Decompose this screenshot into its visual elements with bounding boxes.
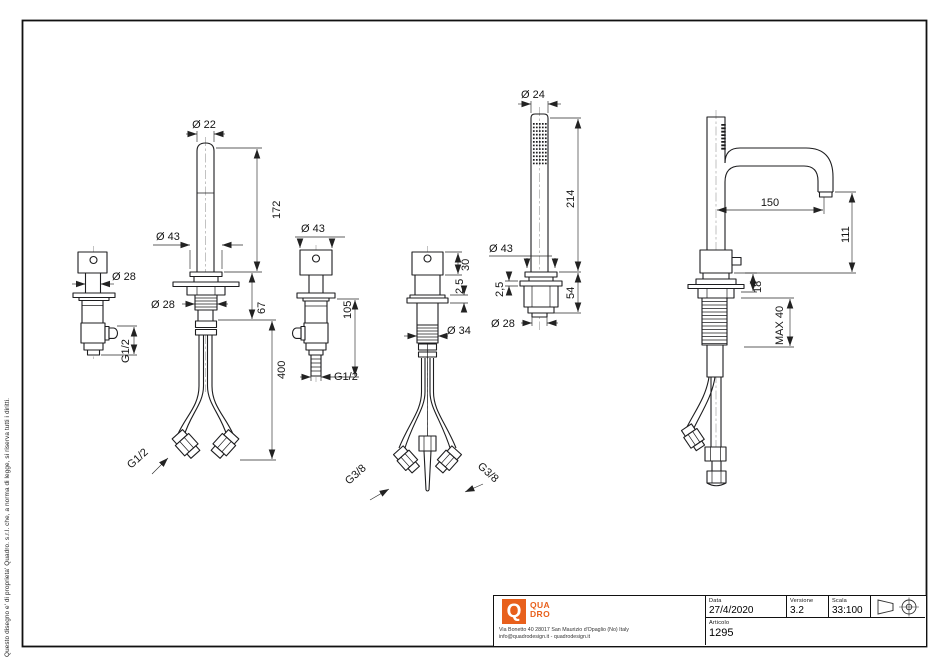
dim-label-g12b: G1/2: [125, 446, 151, 471]
dim-label-d43: Ø 43: [301, 223, 325, 235]
field-scala: Scala 33:100: [828, 596, 870, 618]
dim-label-150: 150: [761, 197, 779, 209]
dim-label-d28b: Ø 28: [151, 299, 175, 311]
dim-label-54: 54: [565, 287, 577, 299]
dim-label-d34: Ø 34: [447, 325, 471, 337]
view-valve-hoses: 30 2,5 Ø 34 G3/8 G3/8: [343, 246, 501, 501]
logo-line1: QUA: [530, 600, 551, 610]
copyright-side-note: Questo disegno e' di proprieta' Quadro. …: [4, 397, 11, 657]
dim-label-max40: MAX 40: [774, 306, 786, 345]
view-valve-outlet-left: Ø 43 105 G1/2: [292, 223, 359, 383]
view-valve-outlet-right: Ø 28 G1/2: [72, 246, 138, 363]
sheet-frame: [21, 19, 928, 648]
dim-label-172: 172: [271, 201, 283, 219]
dim-label-400: 400: [276, 361, 288, 379]
dimensions-view3: Ø 43 105 G1/2: [295, 223, 359, 383]
view-spout-column: Ø 22 172 Ø 43 Ø 28 67 400 G1/2: [125, 119, 288, 475]
dim-label-105: 105: [342, 301, 354, 319]
dim-label-d43: Ø 43: [156, 231, 180, 243]
dim-label-d24: Ø 24: [521, 89, 545, 101]
dim-label-214: 214: [565, 190, 577, 208]
field-versione-value: 3.2: [790, 604, 804, 616]
dim-label-d28: Ø 28: [112, 271, 136, 283]
dim-label-d28: Ø 28: [491, 318, 515, 330]
dim-label-g12: G1/2: [120, 339, 132, 363]
title-block: Q QUA DRO Via Bonetto 40 28017 San Mauri…: [493, 595, 927, 647]
field-scala-value: 33:100: [832, 604, 863, 616]
dim-label-g12: G1/2: [334, 371, 358, 383]
dim-label-d43: Ø 43: [489, 243, 513, 255]
dimensions-view5: Ø 24 214 Ø 43 2,5 54 Ø 28: [489, 89, 582, 330]
address-line1: Via Bonetto 40 28017 San Maurizio d'Opag…: [499, 627, 629, 633]
quadro-logo-text: QUA DRO: [530, 601, 550, 618]
field-articolo-label: Articolo: [709, 619, 730, 626]
view-handshower: Ø 24 214 Ø 43 2,5 54 Ø 28: [489, 89, 582, 330]
company-address: Via Bonetto 40 28017 San Maurizio d'Opag…: [499, 627, 629, 641]
dim-label-111: 111: [840, 226, 852, 243]
address-line2: info@quadrodesign.it - quadrodesign.it: [499, 634, 591, 640]
dim-label-25: 2,5: [454, 279, 466, 294]
view-swivel-spout: 150 111 18 MAX 40: [680, 110, 856, 487]
dim-label-30: 30: [460, 259, 472, 271]
logo-cell: Q QUA DRO Via Bonetto 40 28017 San Mauri…: [494, 596, 705, 645]
field-articolo: Articolo 1295: [705, 618, 925, 645]
field-data-value: 27/4/2020: [709, 604, 754, 616]
dim-label-18: 18: [752, 281, 764, 293]
dimensions-view1: Ø 28 G1/2: [72, 271, 138, 363]
dim-label-25: 2,5: [494, 282, 506, 297]
field-scala-label: Scala: [832, 597, 847, 604]
dim-label-d22: Ø 22: [192, 119, 216, 131]
dim-label-g38l: G3/8: [343, 462, 369, 487]
field-data-label: Data: [709, 597, 722, 604]
field-articolo-value: 1295: [709, 626, 734, 639]
field-data: Data 27/4/2020: [705, 596, 786, 618]
quadro-logo-icon: Q: [502, 599, 526, 624]
logo-line2: DRO: [530, 608, 551, 619]
first-angle-projection-icon: [877, 597, 919, 617]
field-versione: Versione 3.2: [786, 596, 828, 618]
dimensions-view6: 150 111 18 MAX 40: [717, 191, 856, 348]
field-versione-label: Versione: [790, 597, 814, 604]
dim-label-67: 67: [256, 302, 268, 314]
projection-symbol-cell: [870, 596, 925, 618]
dim-label-g38r: G3/8: [475, 460, 501, 485]
